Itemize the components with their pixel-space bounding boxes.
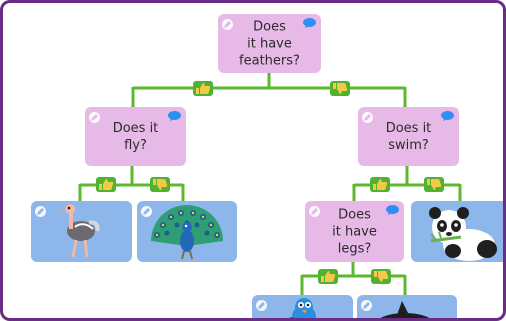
peacock-icon	[151, 205, 223, 260]
pencil-icon[interactable]	[222, 19, 233, 30]
bird-icon	[289, 298, 316, 318]
pencil-icon[interactable]	[141, 206, 152, 217]
answer-node-peacock[interactable]	[137, 201, 237, 262]
pencil-icon[interactable]	[35, 206, 46, 217]
pencil-icon[interactable]	[362, 112, 373, 123]
question-label: Does it swim?	[385, 120, 432, 153]
question-label: Does it have feathers?	[239, 19, 300, 68]
question-label: Does it have legs?	[332, 207, 377, 256]
pencil-icon[interactable]	[309, 206, 320, 217]
yes-thumbs-up-icon[interactable]	[370, 177, 390, 192]
question-node-swim[interactable]: Does it swim?	[358, 107, 459, 166]
yes-thumbs-up-icon[interactable]	[318, 269, 338, 284]
pencil-icon[interactable]	[256, 300, 267, 311]
question-node-feathers[interactable]: Does it have feathers?	[218, 14, 321, 73]
answer-node-ostrich[interactable]	[31, 201, 132, 262]
question-node-fly[interactable]: Does it fly?	[85, 107, 186, 166]
pencil-icon[interactable]	[89, 112, 100, 123]
orca-icon	[380, 301, 430, 318]
panda-icon	[429, 207, 497, 261]
answer-node-orca[interactable]	[357, 295, 457, 318]
speech-bubble-icon[interactable]	[386, 205, 399, 215]
ostrich-icon	[60, 204, 100, 258]
yes-thumbs-up-icon[interactable]	[96, 177, 116, 192]
question-label: Does it fly?	[112, 120, 159, 153]
no-thumbs-down-icon[interactable]	[330, 81, 350, 96]
question-node-legs[interactable]: Does it have legs?	[305, 201, 404, 262]
speech-bubble-icon[interactable]	[303, 18, 316, 28]
no-thumbs-down-icon[interactable]	[424, 177, 444, 192]
no-thumbs-down-icon[interactable]	[150, 177, 170, 192]
speech-bubble-icon[interactable]	[441, 111, 454, 121]
pencil-icon[interactable]	[361, 300, 372, 311]
answer-node-panda[interactable]	[411, 201, 503, 262]
answer-node-bird[interactable]	[252, 295, 353, 318]
speech-bubble-icon[interactable]	[168, 111, 181, 121]
yes-thumbs-up-icon[interactable]	[193, 81, 213, 96]
no-thumbs-down-icon[interactable]	[371, 269, 391, 284]
